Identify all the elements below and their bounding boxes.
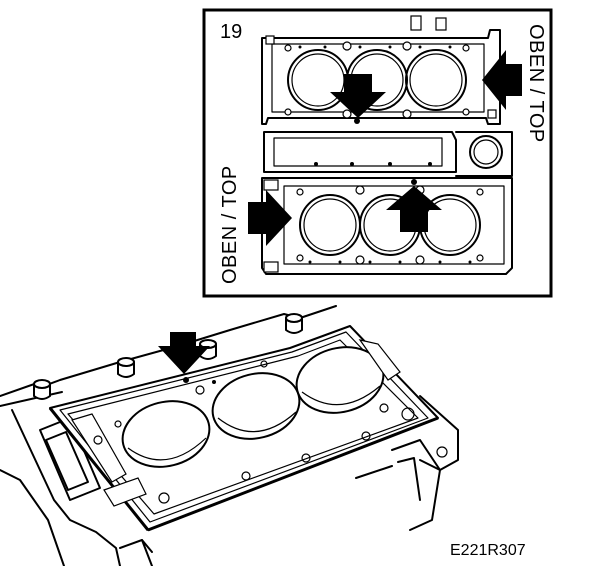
inset-number: 19 — [220, 21, 242, 43]
arrow-up-icon — [386, 186, 442, 232]
orientation-label-right: OBEN / TOP — [525, 24, 547, 143]
head-gasket — [48, 325, 439, 532]
inset-panel: 19 OBEN / TOP OBEN / TOP — [202, 8, 553, 298]
lower-cylinder-bank — [261, 177, 513, 275]
engine-block-perspective — [0, 305, 459, 566]
arrow-right-icon — [248, 190, 292, 246]
orientation-label-left: OBEN / TOP — [219, 165, 241, 284]
arrow-left-icon — [482, 50, 522, 110]
reference-code: E221R307 — [450, 542, 526, 559]
arrow-down-icon — [158, 332, 210, 374]
arrow-down-icon — [330, 74, 386, 118]
valley-cover — [263, 131, 513, 177]
